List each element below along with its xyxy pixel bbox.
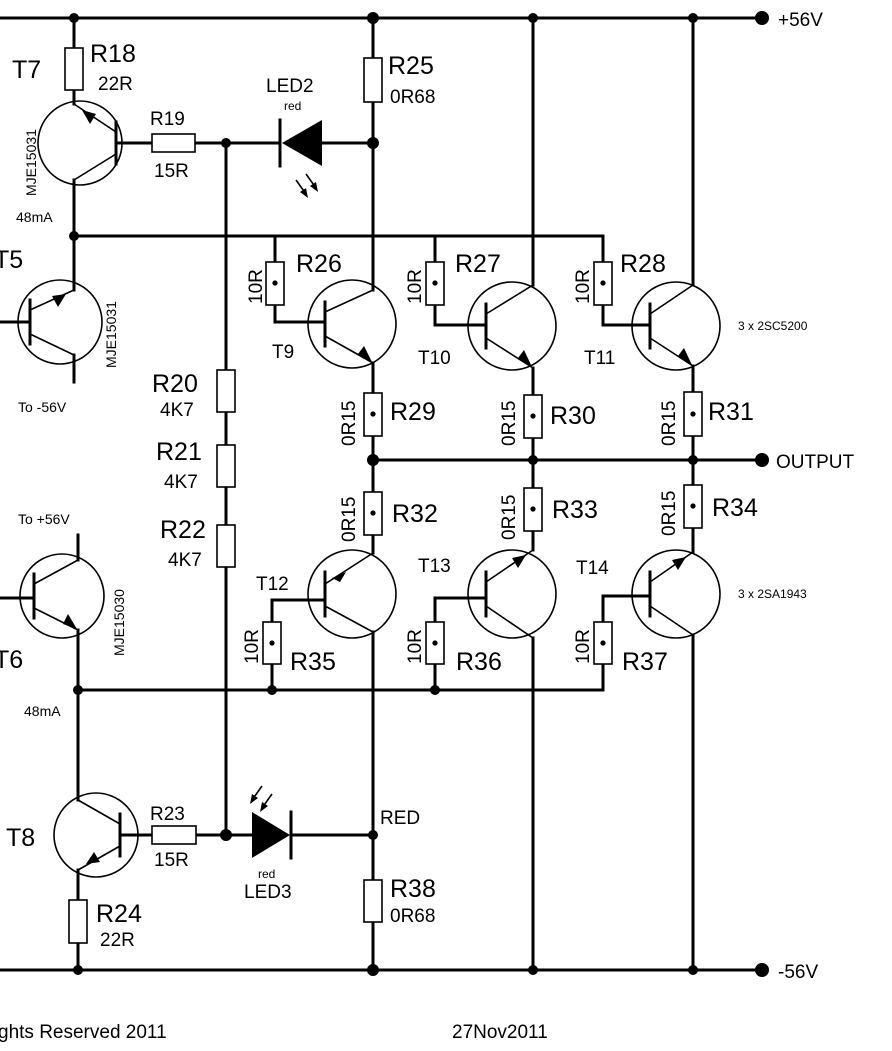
terminal-output: OUTPUT — [755, 452, 855, 473]
transistor-t8 — [53, 792, 139, 878]
r36-value: 10R — [405, 629, 426, 664]
t5-label: T5 — [0, 246, 23, 274]
led3-color: red — [258, 867, 275, 881]
r19-value: 15R — [154, 161, 189, 182]
red-node-label: RED — [380, 808, 420, 829]
r24-value: 22R — [100, 930, 135, 951]
r21-value: 4K7 — [164, 472, 198, 493]
transistor-t6 — [19, 553, 105, 639]
r31-name: R31 — [708, 398, 754, 426]
transistor-t11 — [631, 281, 721, 371]
r26-name: R26 — [296, 250, 342, 278]
pos-rail-label: +56V — [778, 10, 823, 31]
labels: T7 T5 T6 T8 T9 T10 T11 T12 T13 T14 MJE15… — [0, 40, 808, 1043]
t8-label: T8 — [6, 824, 35, 852]
footer-copyright: ghts Reserved 2011 — [0, 1022, 167, 1043]
transistor-t13 — [467, 549, 557, 639]
r30-value: 0R15 — [499, 401, 520, 446]
r27-name: R27 — [455, 250, 501, 278]
r31-value: 0R15 — [659, 401, 680, 446]
r27-value: 10R — [405, 269, 426, 304]
r18-value: 22R — [98, 74, 133, 95]
led3-symbol — [250, 785, 293, 860]
t10-label: T10 — [418, 348, 451, 369]
r26-value: 10R — [246, 269, 267, 304]
t5-part: MJE15031 — [103, 301, 119, 368]
r28-name: R28 — [620, 250, 666, 278]
r25-value: 0R68 — [390, 87, 435, 108]
r25-name: R25 — [388, 52, 434, 80]
transistor-t9 — [307, 279, 397, 369]
t6-label: T6 — [0, 646, 23, 674]
r29-value: 0R15 — [339, 401, 360, 446]
transistor-t10 — [467, 281, 557, 371]
r33-value: 0R15 — [499, 495, 520, 540]
r24-name: R24 — [96, 900, 142, 928]
r38-name: R38 — [390, 875, 436, 903]
r20-value: 4K7 — [160, 400, 194, 421]
transistor-t5 — [17, 279, 103, 365]
r34-name: R34 — [712, 494, 758, 522]
led3-name: LED3 — [244, 882, 292, 903]
to-pos-label: To +56V — [18, 511, 70, 527]
t7-label: T7 — [12, 56, 41, 84]
t12-label: T12 — [256, 574, 289, 595]
r29-name: R29 — [390, 398, 436, 426]
t6-part: MJE15030 — [111, 589, 127, 656]
r37-name: R37 — [622, 648, 668, 676]
t13-label: T13 — [418, 556, 451, 577]
terminal-pos: +56V — [755, 10, 823, 31]
current-bottom-label: 48mA — [24, 703, 61, 719]
t11-label: T11 — [584, 348, 615, 369]
led2-name: LED2 — [266, 76, 314, 97]
output-label: OUTPUT — [776, 452, 855, 473]
r35-value: 10R — [242, 629, 263, 664]
npn-group-label: 3 x 2SC5200 — [738, 319, 808, 333]
r33-name: R33 — [552, 496, 598, 524]
r28-value: 10R — [573, 269, 594, 304]
t7-part: MJE15031 — [23, 129, 39, 196]
r35-name: R35 — [290, 648, 336, 676]
footer-date: 27Nov2011 — [452, 1022, 548, 1043]
r21-name: R21 — [156, 438, 202, 466]
r38-value: 0R68 — [390, 906, 435, 927]
terminal-neg: -56V — [755, 962, 818, 983]
wires — [0, 16, 762, 972]
led2-color: red — [284, 99, 301, 113]
neg-rail-label: -56V — [778, 962, 818, 983]
r22-value: 4K7 — [168, 550, 202, 571]
r18-name: R18 — [90, 40, 136, 68]
led2-symbol — [278, 118, 322, 198]
r23-value: 15R — [154, 850, 189, 871]
transistor-t12 — [307, 549, 397, 639]
to-neg-label: To -56V — [18, 399, 67, 415]
r23-name: R23 — [150, 804, 185, 825]
r32-name: R32 — [392, 500, 438, 528]
r22-name: R22 — [160, 516, 206, 544]
transistor-t7 — [37, 100, 123, 186]
resistor-bodies — [64, 47, 703, 944]
r36-name: R36 — [456, 648, 502, 676]
t14-label: T14 — [576, 558, 609, 579]
r34-value: 0R15 — [659, 491, 680, 536]
t9-label: T9 — [272, 342, 294, 363]
transistor-t14 — [631, 549, 721, 639]
r30-name: R30 — [550, 402, 596, 430]
junctions — [69, 12, 698, 976]
r20-name: R20 — [152, 370, 198, 398]
current-top-label: 48mA — [16, 209, 53, 225]
r32-value: 0R15 — [339, 497, 360, 542]
r19-name: R19 — [150, 109, 185, 130]
r37-value: 10R — [573, 629, 594, 664]
pnp-group-label: 3 x 2SA1943 — [738, 587, 807, 601]
